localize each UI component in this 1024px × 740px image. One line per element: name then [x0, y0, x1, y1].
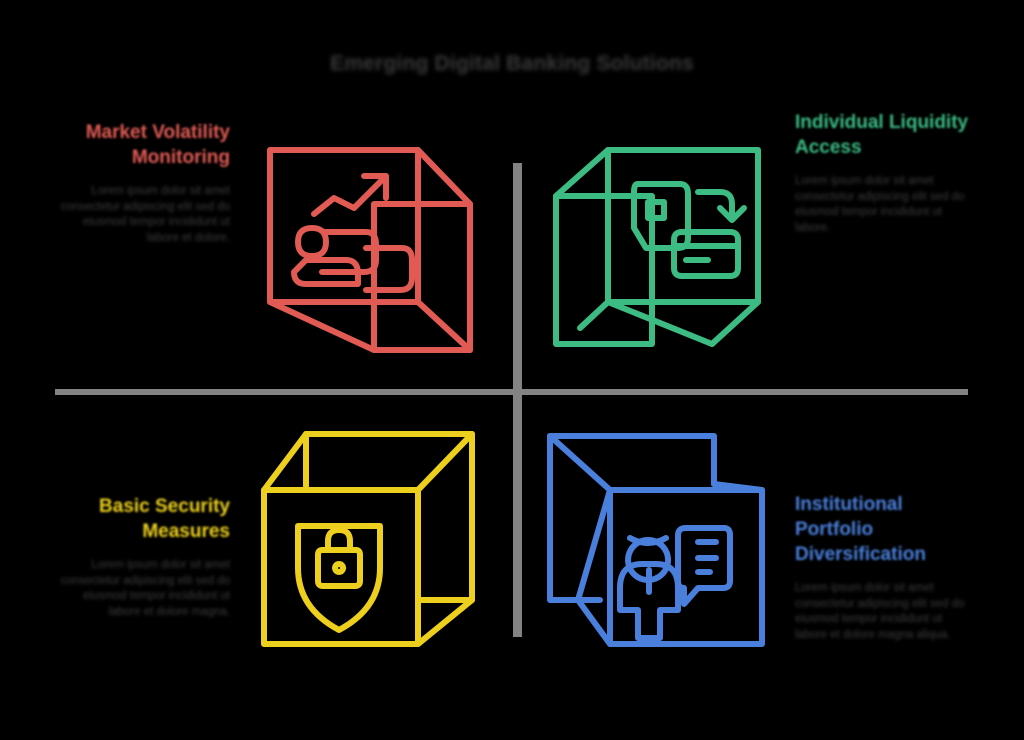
quadrant-text-top-left: Market Volatility Monitoring Lorem ipsum… — [48, 120, 230, 246]
quadrant-divider-vertical — [513, 163, 522, 637]
quadrant-body-bottom-left: Lorem ipsum dolor sit amet consectetur a… — [60, 559, 230, 618]
quadrant-text-bottom-left: Basic Security Measures Lorem ipsum dolo… — [48, 494, 230, 620]
page-title: Emerging Digital Banking Solutions — [330, 52, 694, 75]
quadrant-body-bottom-right: Lorem ipsum dolor sit amet consectetur a… — [795, 582, 965, 641]
quadrant-divider-horizontal — [55, 389, 968, 395]
quadrant-heading-bottom-left: Basic Security Measures — [99, 496, 230, 542]
mobile-payment-icon — [552, 142, 777, 367]
advisor-profile-icon — [538, 428, 770, 658]
quadrant-body-top-right: Lorem ipsum dolor sit amet consectetur a… — [795, 175, 965, 234]
quadrant-heading-top-right: Individual Liquidity Access — [795, 112, 969, 158]
growth-chart-icon — [262, 142, 487, 367]
quadrant-heading-bottom-right: Institutional Portfolio Diversification — [795, 494, 926, 565]
quadrant-heading-top-left: Market Volatility Monitoring — [85, 122, 230, 168]
quadrant-text-bottom-right: Institutional Portfolio Diversification … — [795, 492, 977, 643]
quadrant-body-top-left: Lorem ipsum dolor sit amet consectetur a… — [60, 185, 230, 244]
shield-lock-icon — [258, 428, 490, 658]
quadrant-text-top-right: Individual Liquidity Access Lorem ipsum … — [795, 110, 977, 236]
